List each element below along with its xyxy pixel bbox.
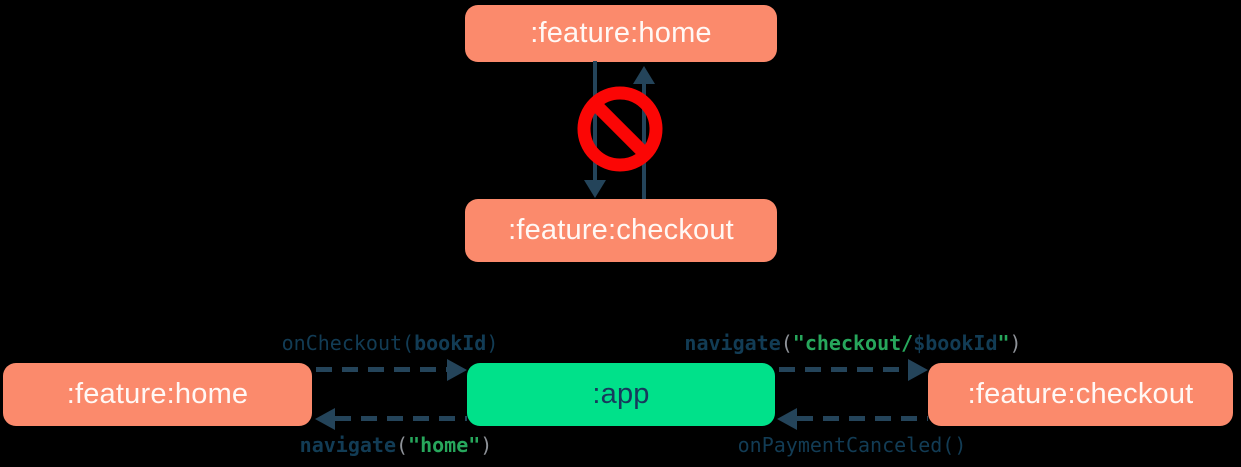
bottom-node-feature-home: :feature:home xyxy=(3,363,312,426)
code-fn: onCheckout( xyxy=(281,331,415,355)
code-arg: bookId xyxy=(414,331,487,355)
code-fn: navigate xyxy=(684,331,781,355)
code-close-paren: ) xyxy=(480,433,493,457)
code-close-paren: ) xyxy=(486,331,499,355)
code-string: "checkout/ xyxy=(792,331,914,355)
code-label-navigate-checkout: navigate("checkout/$bookId") xyxy=(673,331,1033,355)
dependency-arrow-up-line xyxy=(642,84,646,199)
bottom-node-feature-checkout: :feature:checkout xyxy=(928,363,1233,426)
arrow-app-to-checkout-line xyxy=(779,367,908,372)
arrow-checkout-to-app-head xyxy=(777,408,797,430)
arrow-home-to-app-line xyxy=(316,367,447,372)
code-fn: onPaymentCanceled() xyxy=(737,433,967,457)
arrow-app-to-home-head xyxy=(315,408,335,430)
no-entry-icon xyxy=(577,86,663,172)
code-label-navigate-home: navigate("home") xyxy=(221,433,571,457)
code-open-paren: ( xyxy=(780,331,793,355)
top-node-feature-home: :feature:home xyxy=(465,5,777,62)
code-label-onpaymentcanceled: onPaymentCanceled() xyxy=(677,433,1027,457)
code-label-oncheckout: onCheckout(bookId) xyxy=(215,331,565,355)
code-close-paren: ) xyxy=(1009,331,1022,355)
code-open-paren: ( xyxy=(395,433,409,457)
code-string-end: " xyxy=(997,331,1010,355)
code-string: "home" xyxy=(408,433,481,457)
arrow-app-to-checkout-head xyxy=(908,359,928,381)
code-template-var: $bookId xyxy=(913,331,998,355)
dependency-arrow-up-head xyxy=(633,66,655,84)
bottom-node-app: :app xyxy=(467,363,775,426)
dependency-arrow-down-line xyxy=(593,61,597,180)
top-node-feature-checkout: :feature:checkout xyxy=(465,199,777,262)
arrow-home-to-app-head xyxy=(447,359,467,381)
arrow-app-to-home-line xyxy=(335,416,467,421)
dependency-arrow-down-head xyxy=(584,180,606,198)
arrow-checkout-to-app-line xyxy=(797,416,928,421)
code-fn: navigate xyxy=(299,433,396,457)
